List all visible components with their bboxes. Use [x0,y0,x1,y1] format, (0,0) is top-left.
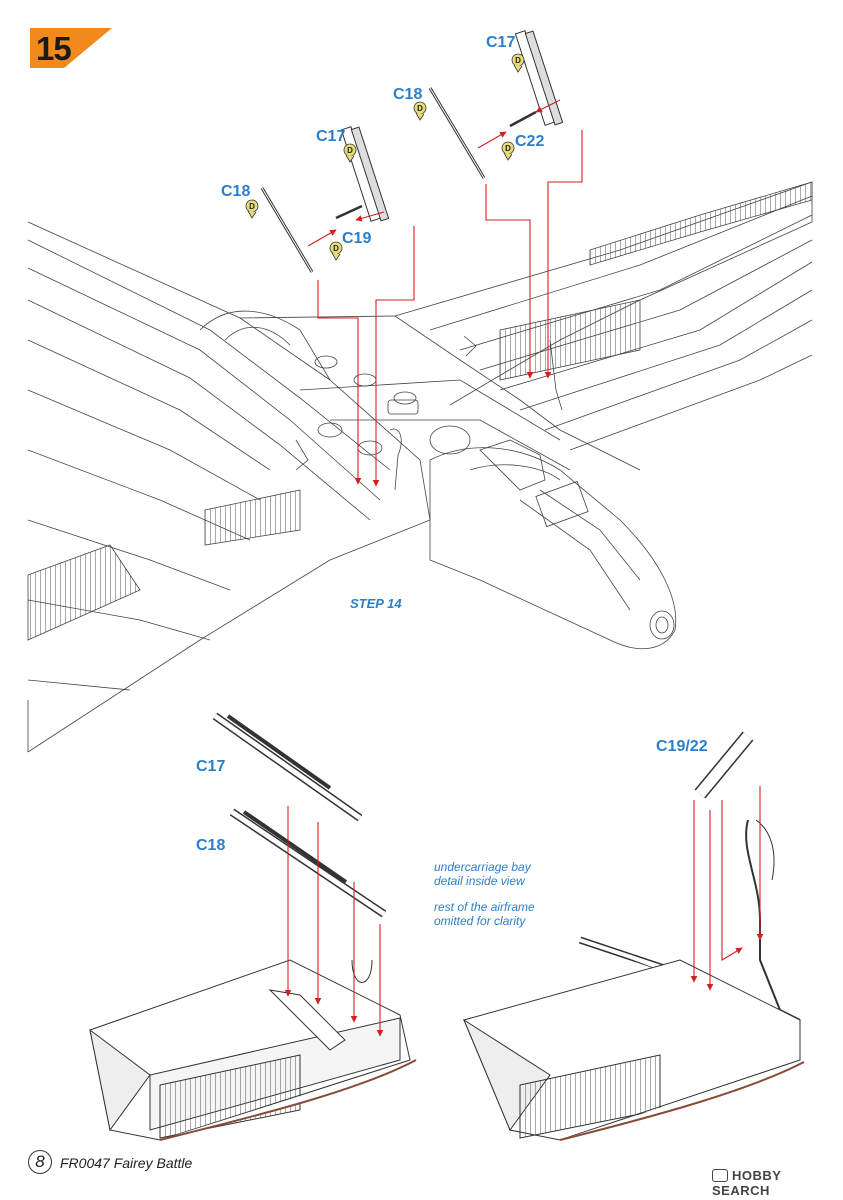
hobby-search-logo-icon [712,1169,728,1182]
label-c18-top-left: C18 [221,183,251,200]
step-number: 15 [36,30,72,67]
paint-code-text: D [347,146,353,155]
label-c17-top-right: C17 [486,34,516,51]
paint-chips [245,53,525,261]
step-reference: STEP 14 [350,596,402,611]
assembly-lines-top [307,99,583,487]
paint-code-text: D [505,144,511,153]
wing-airframe [27,181,813,753]
paint-code-text: D [417,104,423,113]
paint-code-text: D [515,56,521,65]
paint-code-text: D [333,244,339,253]
watermark: HOBBY SEARCH [712,1168,843,1198]
parts-top-right [428,30,564,179]
bay-detail-left [89,712,417,1141]
page-number: 8 [28,1150,52,1174]
watermark-text: HOBBY SEARCH [712,1168,782,1198]
note-line-4: omitted for clarity [434,914,526,928]
label-c19: C19 [342,230,372,247]
label-c18-top-right: C18 [393,86,423,103]
step-badge-shape [30,28,112,68]
paint-code-text: D [249,202,255,211]
note-line-1: undercarriage bay [434,860,531,874]
label-c17-top-left: C17 [316,128,346,145]
assembly-lines-bottom-left [284,806,384,1037]
assembly-lines-bottom-right [690,786,764,991]
label-c17-detail: C17 [196,758,226,775]
kit-title: FR0047 Fairey Battle [60,1155,193,1171]
paint-chip-letters: D D D D D D [249,56,521,253]
note-line-2: detail inside view [434,874,525,888]
label-c18-detail: C18 [196,837,226,854]
parts-top-left [260,126,390,273]
label-c19-22: C19/22 [656,738,708,755]
bay-detail-right [462,731,805,1141]
label-c22: C22 [515,133,545,150]
note-line-3: rest of the airframe [434,900,535,914]
